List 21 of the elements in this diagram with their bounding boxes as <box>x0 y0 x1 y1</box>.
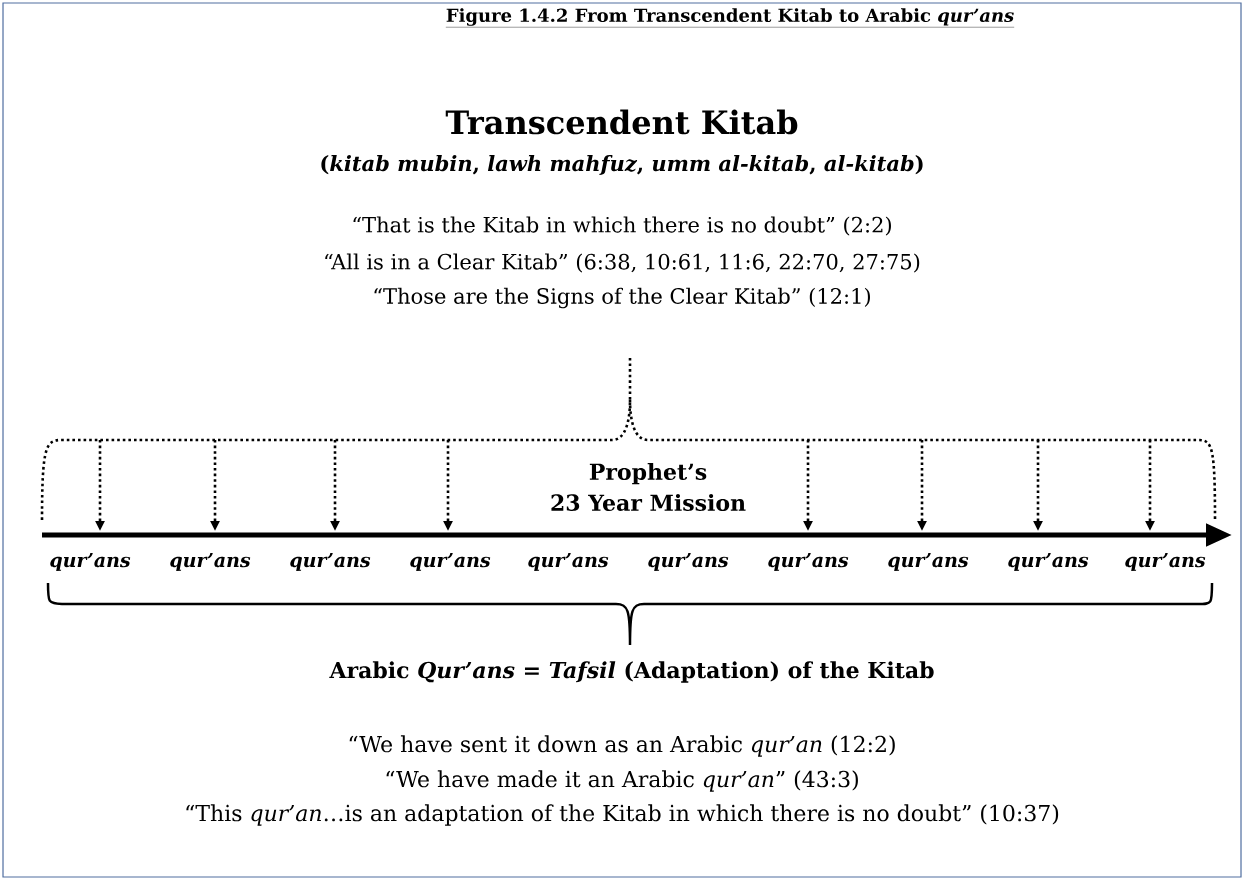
quote: “That is the Kitab in which there is no doubt” (2:2) <box>353 216 891 236</box>
period-label: qur’ans <box>528 553 609 571</box>
period-label: qur’ans <box>410 553 491 571</box>
caption-heading: Arabic Qur’ans = Tafsil (Adaptation) of the Kitab <box>329 661 934 683</box>
period-label: qur’ans <box>290 553 371 571</box>
heading: Transcendent Kitab <box>445 109 798 135</box>
quote: “We have made it an Arabic qur’an” (43:3) <box>386 770 858 792</box>
period-label: qur’ans <box>768 553 849 571</box>
subheading: (kitab mubin, lawh mahfuz, umm al-kitab, al-kitab) <box>321 155 923 175</box>
quote: “All is in a Clear Kitab” (6:38, 10:61, 11:6, 22:70, 27:75) <box>325 253 920 273</box>
figure-title: Figure 1.4.2 From Transcendent Kitab to Arabic qur’ans <box>445 8 1015 28</box>
period-label: qur’ans <box>170 553 251 571</box>
period-label: qur’ans <box>888 553 969 571</box>
period-label: qur’ans <box>1125 553 1206 571</box>
quote: “We have sent it down as an Arabic qur’an (12:2) <box>349 735 895 757</box>
period-label: qur’ans <box>648 553 729 571</box>
quote: “This qur’an…is an adaptation of the Kitab in which there is no doubt” (10:37) <box>186 804 1059 826</box>
quote: “Those are the Signs of the Clear Kitab” (12:1) <box>374 287 870 309</box>
period-label: qur’ans <box>50 553 131 571</box>
timeline-label: Prophet’s 23 Year Mission <box>551 462 746 511</box>
period-label: qur’ans <box>1008 553 1089 571</box>
